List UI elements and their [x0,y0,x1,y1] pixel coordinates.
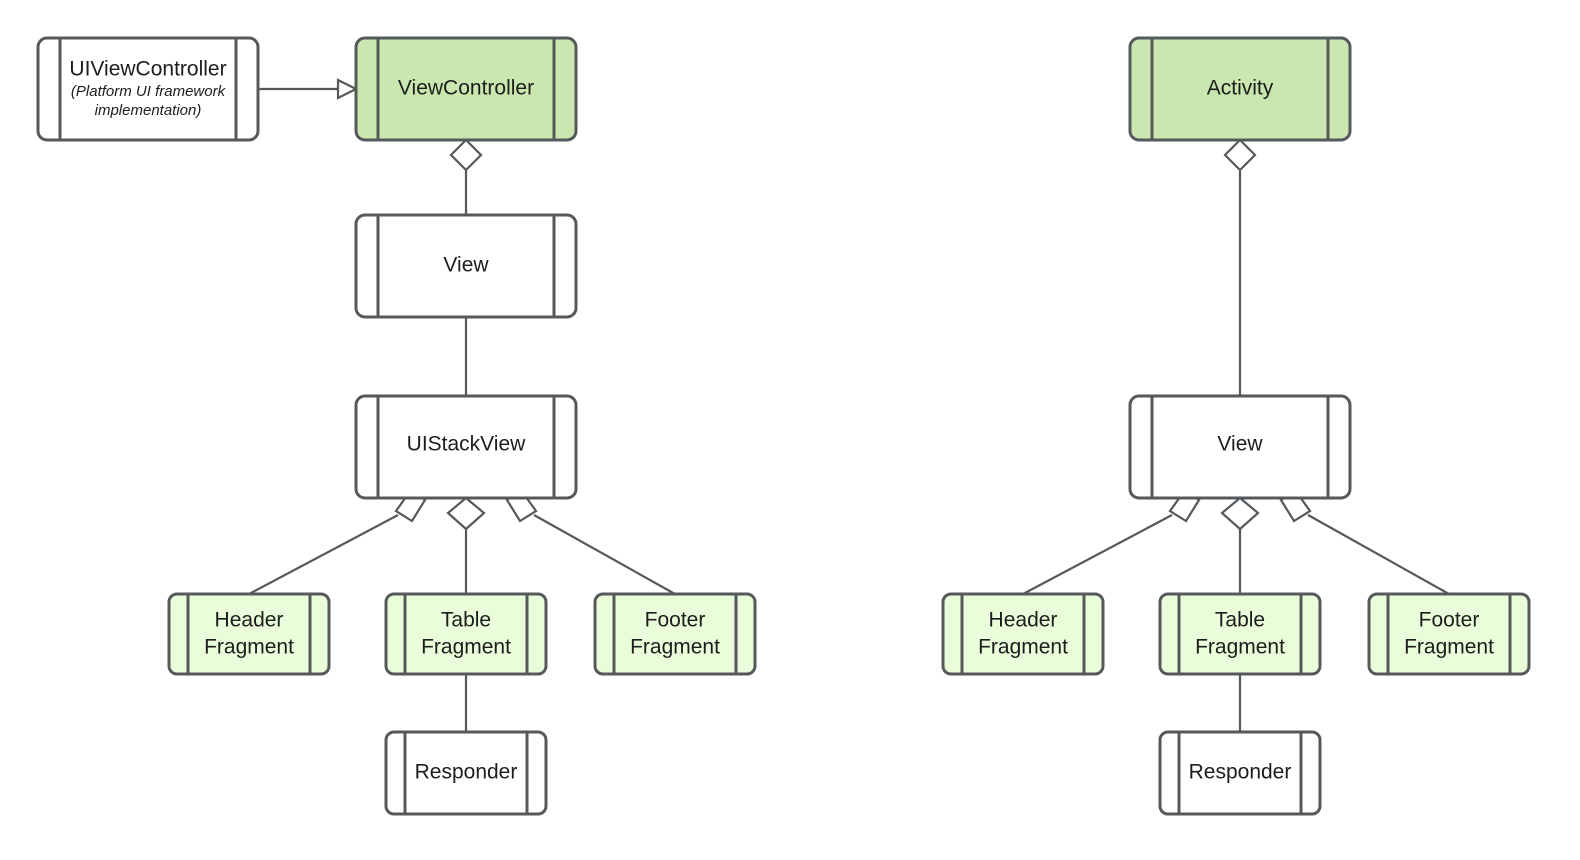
node-label-line2: Fragment [421,636,511,659]
node-label: Activity [1207,77,1274,100]
edge-uistackview-header-fragment [248,488,427,595]
node-uistackview[interactable]: UIStackView [354,394,578,500]
node-label-line2: Fragment [978,636,1068,659]
node-header-fragment-android[interactable]: Header Fragment [941,592,1105,676]
edge-implements-viewcontroller [258,78,359,100]
node-label-line1: Footer [1419,609,1480,632]
edge-activity-view [1223,138,1257,396]
node-label: UIStackView [407,433,526,456]
node-table-fragment-ios[interactable]: Table Fragment [384,592,548,676]
android-panel: Activity View Header Fragment [941,36,1531,816]
node-label-line2: Fragment [630,636,720,659]
node-label: Responder [415,761,518,784]
edge-view-table-fragment [1220,496,1260,594]
node-label: View [1217,433,1263,456]
node-responder-ios[interactable]: Responder [384,730,548,816]
edge-uistackview-table-fragment [446,496,486,594]
edge-uistackview-footer-fragment [505,488,676,595]
node-view-android[interactable]: View [1128,394,1352,500]
node-activity[interactable]: Activity [1128,36,1352,142]
node-table-fragment-android[interactable]: Table Fragment [1158,592,1322,676]
node-label-line1: Header [989,609,1058,632]
node-footer-fragment-ios[interactable]: Footer Fragment [593,592,757,676]
node-note-line2: implementation) [95,102,202,119]
node-label: ViewController [398,77,534,100]
node-label-line1: Footer [645,609,706,632]
node-header-fragment-ios[interactable]: Header Fragment [167,592,331,676]
node-label-line1: Header [215,609,284,632]
node-label-line1: Table [1215,609,1265,632]
node-note-line1: (Platform UI framework [71,83,227,100]
node-uiviewcontroller[interactable]: UIViewController (Platform UI framework … [36,36,260,142]
node-responder-android[interactable]: Responder [1158,730,1322,816]
node-label: View [443,254,489,277]
edge-viewcontroller-view [449,138,483,215]
node-viewcontroller[interactable]: ViewController [354,36,578,142]
node-view-ios[interactable]: View [354,213,578,319]
edge-view-header-fragment [1022,488,1201,595]
node-label: UIViewController [69,58,226,81]
edge-view-footer-fragment [1279,488,1450,595]
node-label-line2: Fragment [1404,636,1494,659]
node-label-line2: Fragment [204,636,294,659]
node-label: Responder [1189,761,1292,784]
node-footer-fragment-android[interactable]: Footer Fragment [1367,592,1531,676]
node-label-line2: Fragment [1195,636,1285,659]
ios-panel: UIViewController (Platform UI framework … [36,36,757,816]
node-label-line1: Table [441,609,491,632]
